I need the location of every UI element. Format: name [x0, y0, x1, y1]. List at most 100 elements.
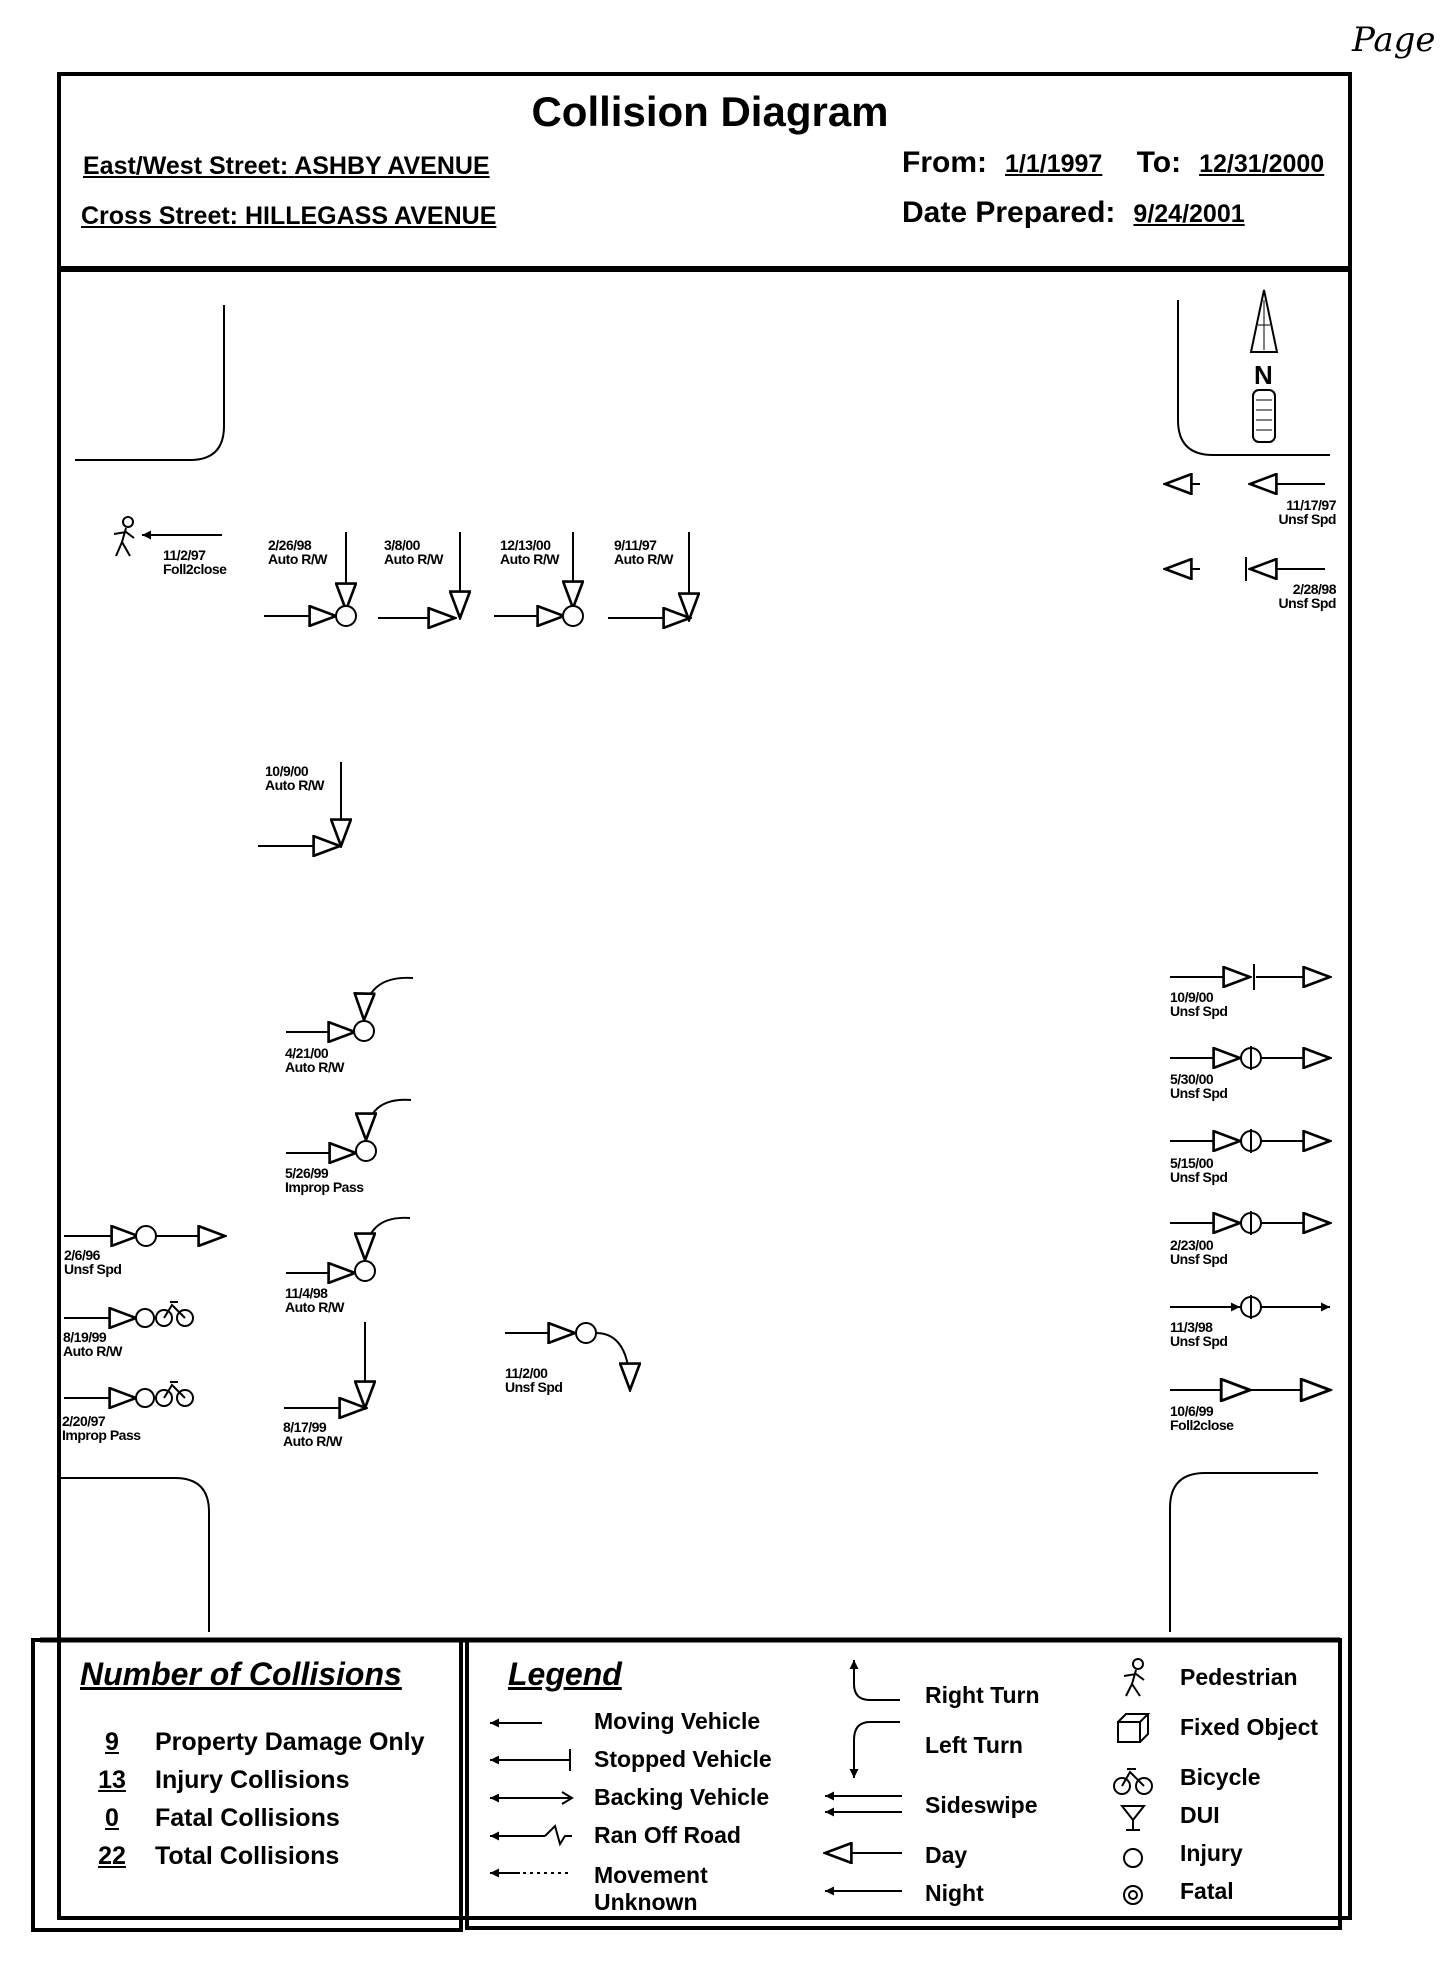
date-prepared: Date Prepared: 9/24/2001 [902, 196, 1245, 230]
collision-5-30-00 [1170, 1046, 1330, 1070]
collision-11-4-98 [286, 1216, 411, 1281]
collision-8-17-99 [284, 1322, 366, 1408]
summary-box [31, 1638, 463, 1932]
cross-street: Cross Street: HILLEGASS AVENUE [81, 202, 496, 231]
legend-backing-vehicle: Backing Vehicle [594, 1784, 770, 1810]
summary-title: Number of Collisions [80, 1656, 402, 1692]
legend-pedestrian: Pedestrian [1180, 1664, 1298, 1690]
curb-ne [1177, 300, 1330, 456]
date-range: From: 1/1/1997 To: 12/31/2000 [902, 146, 1324, 180]
collision-11-2-00 [505, 1322, 630, 1390]
prepared-value: 9/24/2001 [1133, 200, 1245, 228]
corner-note: Page [1352, 20, 1436, 60]
sideswipe-icon [825, 1791, 902, 1817]
legend-right-turn: Right Turn [925, 1682, 1040, 1708]
legend-dui: DUI [1180, 1802, 1220, 1828]
bicycle-icon [1113, 1768, 1153, 1795]
legend-day: Day [925, 1842, 968, 1868]
legend-bicycle: Bicycle [1180, 1764, 1261, 1790]
from-label: From: [902, 146, 987, 179]
prepared-label: Date Prepared: [902, 196, 1116, 229]
legend-night: Night [925, 1880, 984, 1906]
legend-title: Legend [508, 1656, 622, 1692]
injury-circle-icon [1123, 1848, 1143, 1868]
bicycle-icon [155, 1301, 194, 1327]
collision-5-26-99 [286, 1098, 412, 1161]
collision-2-20-97 [64, 1381, 194, 1407]
backing-vehicle-icon [490, 1791, 574, 1805]
pedestrian-icon [113, 516, 135, 557]
curb-nw [75, 305, 225, 461]
collision-9-11-97 [608, 532, 690, 620]
collision-2-28-98 [1165, 557, 1325, 581]
collision-5-15-00 [1170, 1129, 1330, 1153]
collision-10-9-00-unsf [1170, 964, 1330, 990]
curb-se [1169, 1472, 1318, 1632]
bicycle-icon [155, 1381, 194, 1407]
dui-glass-icon [1119, 1805, 1147, 1831]
stopped-vehicle-icon [490, 1749, 571, 1771]
to-value: 12/31/2000 [1199, 150, 1325, 178]
collision-8-19-99 [64, 1301, 194, 1327]
pedestrian-icon [1123, 1658, 1145, 1697]
collision-2-6-96 [64, 1225, 225, 1247]
east-west-value: ASHBY AVENUE [294, 152, 490, 180]
collision-3-8-00 [378, 532, 460, 618]
fatal-double-circle-icon [1123, 1885, 1143, 1905]
ran-off-road-icon [490, 1824, 572, 1847]
header-divider [57, 266, 1352, 272]
legend-stopped-vehicle: Stopped Vehicle [594, 1746, 772, 1772]
legend-box [465, 1638, 1342, 1930]
collision-11-3-98 [1170, 1295, 1330, 1319]
legend-left-turn: Left Turn [925, 1732, 1023, 1758]
legend-injury: Injury [1180, 1840, 1243, 1866]
collision-2-23-00 [1170, 1211, 1330, 1235]
legend-movement-unknown: Movement Unknown [594, 1862, 708, 1915]
east-west-label: East/West Street: [83, 152, 289, 180]
fixed-object-box-icon [1117, 1713, 1151, 1743]
left-turn-icon [849, 1721, 900, 1778]
from-value: 1/1/1997 [1005, 150, 1103, 178]
legend-fixed-object: Fixed Object [1180, 1714, 1319, 1740]
legend-moving-vehicle: Moving Vehicle [594, 1708, 761, 1734]
diagram-frame [57, 72, 1352, 1920]
collision-2-26-98 [264, 532, 357, 627]
legend-fatal: Fatal [1180, 1878, 1234, 1904]
curb-sw [60, 1477, 210, 1632]
cross-street-value: HILLEGASS AVENUE [244, 202, 497, 230]
to-label: To: [1136, 146, 1182, 179]
legend-sideswipe: Sideswipe [925, 1792, 1038, 1818]
right-turn-icon [849, 1660, 900, 1701]
north-label: N [1254, 360, 1273, 390]
legend-ran-off-road: Ran Off Road [594, 1822, 741, 1848]
page-title: Collision Diagram [531, 88, 889, 135]
north-arrow-icon [1249, 289, 1279, 443]
east-west-street: East/West Street: ASHBY AVENUE [83, 152, 490, 181]
collision-12-13-00 [494, 532, 584, 627]
